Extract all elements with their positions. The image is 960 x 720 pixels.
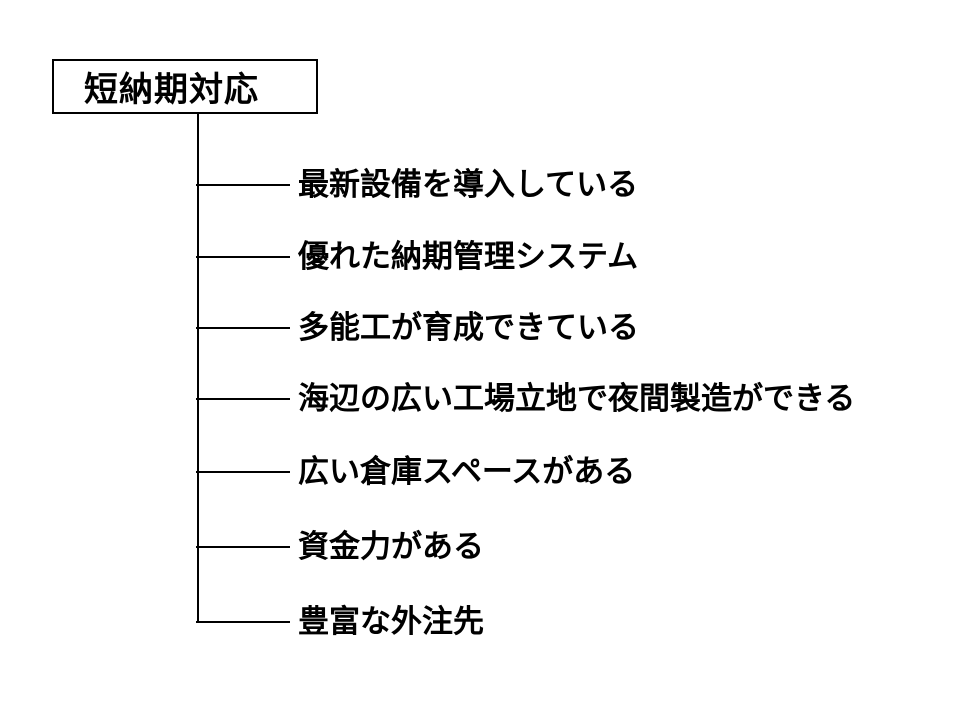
branch-connector-line-3 [196, 327, 290, 329]
tree-item-label-6: 資金力がある [298, 529, 484, 564]
branch-connector-line-1 [196, 184, 290, 186]
tree-item-label-3: 多能工が育成できている [298, 310, 639, 345]
branch-connector-line-2 [196, 256, 290, 258]
root-node-label: 短納期対応 [84, 71, 259, 109]
branch-connector-line-6 [196, 546, 290, 548]
branch-connector-line-5 [196, 471, 290, 473]
tree-item-label-1: 最新設備を導入している [298, 167, 639, 202]
tree-item-label-7: 豊富な外注先 [298, 604, 484, 639]
trunk-connector-line [197, 114, 199, 623]
branch-connector-line-4 [196, 398, 290, 400]
branch-connector-line-7 [196, 621, 290, 623]
tree-item-label-5: 広い倉庫スペースがある [298, 454, 636, 489]
tree-item-label-2: 優れた納期管理システム [298, 239, 639, 274]
tree-item-label-4: 海辺の広い工場立地で夜間製造ができる [298, 381, 856, 416]
root-node: 短納期対応 [52, 59, 318, 114]
